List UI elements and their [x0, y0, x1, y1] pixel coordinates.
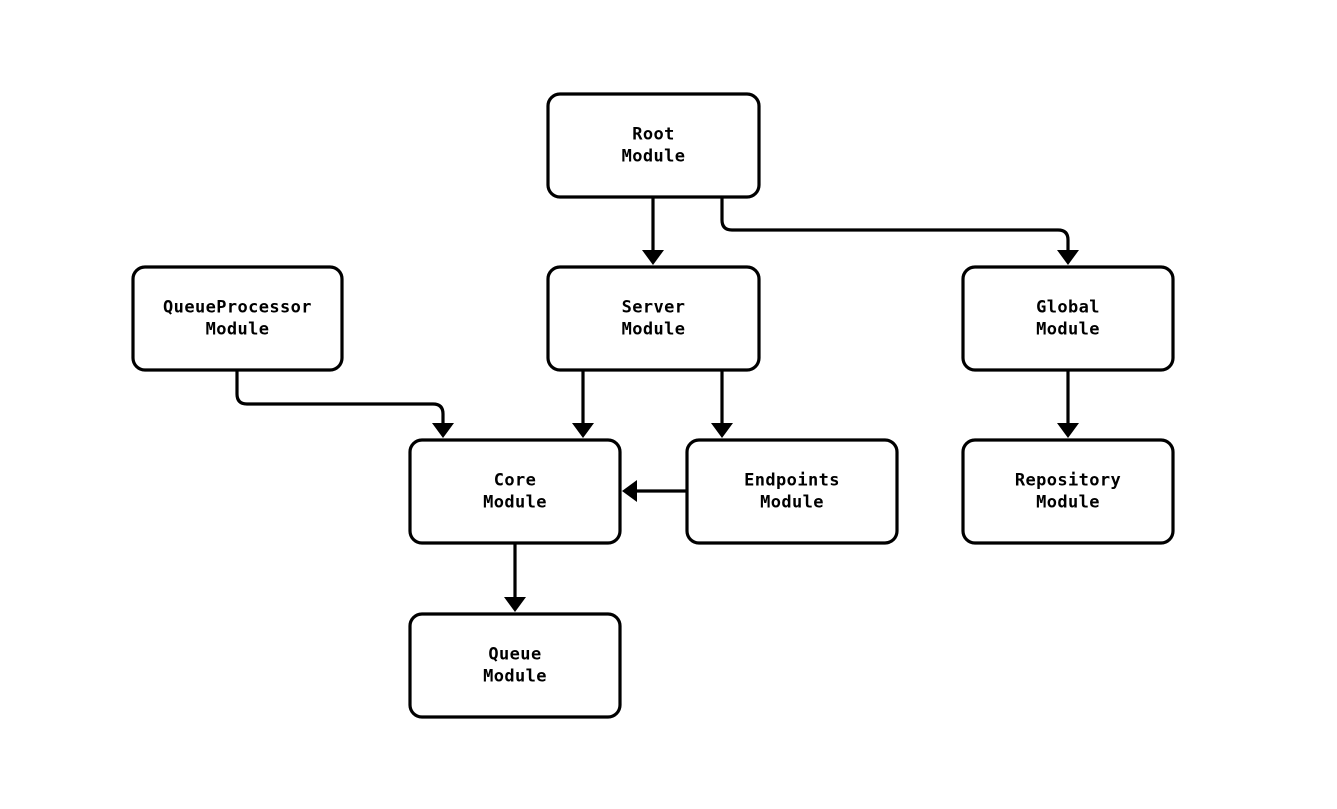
- core-module-label-line2: Module: [483, 493, 547, 513]
- root-module-box[interactable]: [546, 92, 761, 199]
- server-module-label-line1: Server: [622, 298, 686, 318]
- repository-module-box[interactable]: [961, 438, 1175, 545]
- root-module-label-line2: Module: [622, 147, 686, 167]
- queue-module-label-line2: Module: [483, 667, 547, 687]
- global-module-box[interactable]: [961, 265, 1175, 372]
- global-module-label-line1: Global: [1036, 298, 1100, 318]
- edge-server-to-core-arrowhead-icon: [572, 423, 594, 438]
- edge-root-to-global: [720, 197, 1079, 265]
- edge-server-to-endpoints-arrowhead-icon: [711, 423, 733, 438]
- queue-module-label-line1: Queue: [488, 645, 541, 665]
- endpoints-module-label-line1: Endpoints: [744, 471, 840, 491]
- edge-endpoints-to-core: [622, 480, 687, 502]
- global-module-label-line2: Module: [1036, 320, 1100, 340]
- edge-core-to-queue-arrowhead-icon: [504, 597, 526, 612]
- queueprocessor-module-label-line2: Module: [206, 320, 270, 340]
- edge-root-to-global-arrowhead-icon: [1057, 250, 1079, 265]
- queueprocessor-module-box[interactable]: [131, 265, 344, 372]
- root-module-label-line1: Root: [632, 125, 675, 145]
- edge-global-to-repository-arrowhead-icon: [1057, 423, 1079, 438]
- repository-module-label-line2: Module: [1036, 493, 1100, 513]
- edge-queueprocessor-to-core-line: [235, 370, 445, 431]
- endpoints-module-box[interactable]: [685, 438, 899, 545]
- edge-root-to-global-line: [720, 197, 1070, 258]
- repository-module-label-line1: Repository: [1015, 471, 1121, 491]
- edge-server-to-core: [572, 370, 594, 438]
- queueprocessor-module-label-line1: QueueProcessor: [163, 298, 312, 318]
- edge-server-to-endpoints: [711, 370, 733, 438]
- edge-root-to-server: [642, 197, 664, 265]
- edge-core-to-queue: [504, 543, 526, 612]
- edge-queueprocessor-to-core-arrowhead-icon: [432, 423, 454, 438]
- queue-module-box[interactable]: [408, 612, 622, 719]
- endpoints-module-label-line2: Module: [760, 493, 824, 513]
- server-module-label-line2: Module: [622, 320, 686, 340]
- server-module-box[interactable]: [546, 265, 761, 372]
- nodes-layer: RootModuleQueueProcessorModuleServerModu…: [131, 92, 1175, 719]
- edges-layer: [235, 197, 1079, 612]
- core-module-label-line1: Core: [494, 471, 537, 491]
- edge-queueprocessor-to-core: [235, 370, 454, 438]
- core-module-box[interactable]: [408, 438, 622, 545]
- edge-global-to-repository: [1057, 370, 1079, 438]
- edge-root-to-server-arrowhead-icon: [642, 250, 664, 265]
- edge-endpoints-to-core-arrowhead-icon: [622, 480, 637, 502]
